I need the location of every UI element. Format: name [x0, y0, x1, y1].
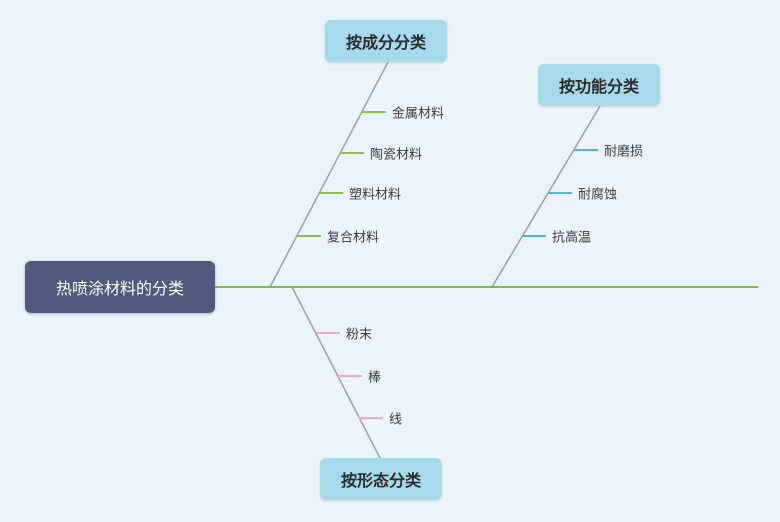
item-label[interactable]: 复合材料	[327, 230, 380, 246]
branch-node-label: 按形态分类	[340, 471, 421, 490]
item-label[interactable]: 塑料材料	[349, 187, 402, 203]
item-label[interactable]: 陶瓷材料	[370, 147, 423, 163]
item-label[interactable]: 耐腐蚀	[578, 187, 618, 203]
item-label[interactable]: 棒	[368, 370, 382, 386]
root-node-label: 热喷涂材料的分类	[55, 279, 184, 298]
item-label[interactable]: 粉末	[346, 327, 373, 343]
branch-connector-form	[291, 286, 381, 459]
branch-node-by-form[interactable]: 按形态分类	[320, 458, 442, 500]
item-label[interactable]: 线	[389, 412, 403, 428]
branch-connector-function	[491, 105, 601, 288]
branch-node-label: 按成分分类	[345, 33, 426, 52]
item-label[interactable]: 耐磨损	[604, 144, 644, 160]
branch-node-by-composition[interactable]: 按成分分类	[325, 20, 447, 62]
branch-node-by-function[interactable]: 按功能分类	[538, 64, 660, 106]
item-label[interactable]: 金属材料	[392, 106, 445, 122]
branch-connector-composition	[269, 61, 389, 288]
branch-node-label: 按功能分类	[558, 77, 639, 96]
item-label[interactable]: 抗高温	[552, 230, 592, 246]
root-node[interactable]: 热喷涂材料的分类	[25, 261, 215, 313]
